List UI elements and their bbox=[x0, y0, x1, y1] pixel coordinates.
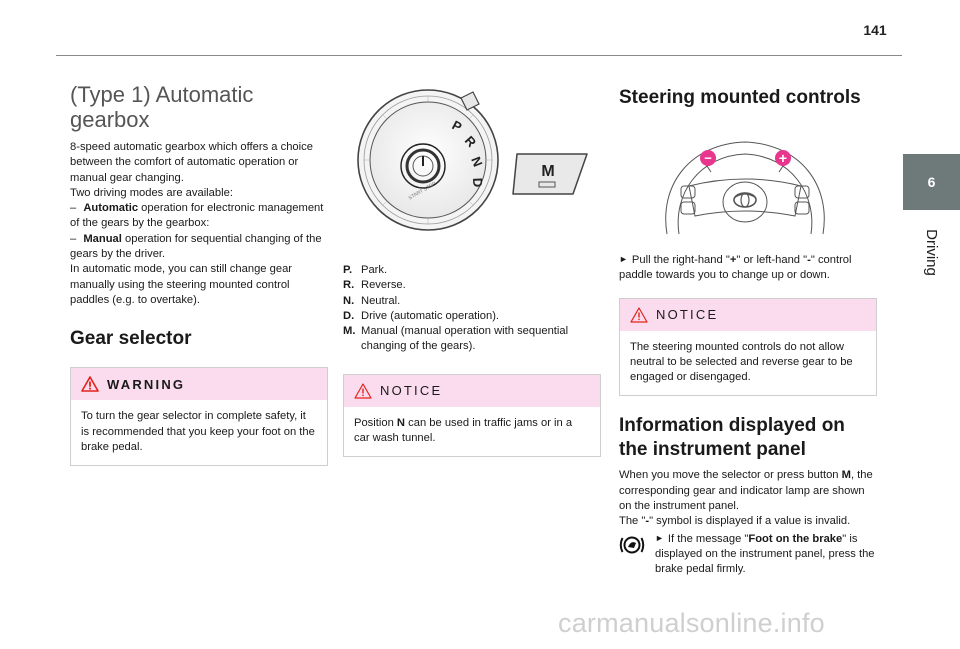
notice-text: Position N can be used in traffic jams o… bbox=[344, 406, 600, 457]
gear-dial bbox=[357, 89, 499, 231]
paddle-plus[interactable]: + bbox=[775, 150, 791, 166]
notice-box-neutral: NOTICE Position N can be used in traffic… bbox=[343, 373, 601, 458]
heading-instrument-panel: Information displayed on the instrument … bbox=[619, 415, 845, 461]
legend-row-n: N.Neutral. bbox=[343, 294, 401, 307]
notice-title: NOTICE bbox=[656, 307, 719, 323]
notice-text: The steering mounted controls do not all… bbox=[620, 330, 876, 396]
legend-row-r: R.Reverse. bbox=[343, 279, 406, 292]
notice-box-steering: NOTICE The steering mounted controls do … bbox=[619, 297, 877, 397]
chapter-number: 6 bbox=[927, 174, 936, 190]
heading-gear-selector: Gear selector bbox=[70, 328, 192, 350]
bullet-icon: ► bbox=[655, 532, 664, 543]
intro-text: 8-speed automatic gearbox which offers a… bbox=[70, 140, 328, 308]
gear-legend: P.Park. R.Reverse. N.Neutral. D.Drive (a… bbox=[343, 263, 601, 355]
section-title-automatic-gearbox: (Type 1) Automatic gearbox bbox=[70, 82, 254, 132]
warning-title: WARNING bbox=[107, 376, 186, 392]
legend-row-p: P.Park. bbox=[343, 264, 388, 276]
chapter-label-text: Driving bbox=[923, 228, 940, 276]
warning-box: WARNING To turn the gear selector in com… bbox=[70, 367, 328, 467]
column-gearbox: (Type 1) Automatic gearbox 8-speed autom… bbox=[70, 82, 328, 467]
dial-letter-d: D bbox=[470, 178, 485, 188]
column-gear-diagram: P R N D START STOP M P.Park. R.Reverse. … bbox=[343, 82, 601, 458]
page-number: 141 bbox=[863, 22, 887, 38]
legend-row-m: M.Manual (manual operation with sequenti… bbox=[343, 325, 569, 353]
notice-title: NOTICE bbox=[380, 383, 443, 399]
automatic-mode-item: – Automatic operation for electronic man… bbox=[70, 202, 324, 230]
bullet-icon: ► bbox=[619, 254, 628, 264]
manual-mode-item: – Manual operation for sequential changi… bbox=[70, 232, 322, 261]
legend-row-d: D.Drive (automatic operation). bbox=[343, 309, 500, 322]
heading-steering-controls: Steering mounted controls bbox=[619, 87, 861, 108]
steering-wheel-illustration: − + bbox=[665, 141, 825, 235]
header-rule bbox=[56, 55, 902, 56]
instrument-panel-text: When you move the selector or press butt… bbox=[619, 469, 873, 528]
m-button-label: M bbox=[541, 163, 554, 180]
watermark: carmanualsonline.info bbox=[558, 608, 825, 638]
paddle-minus[interactable]: − bbox=[700, 150, 716, 166]
chapter-tab[interactable]: 6 bbox=[903, 154, 960, 210]
foot-on-brake-icon bbox=[619, 536, 645, 554]
notice-icon bbox=[630, 306, 648, 323]
gear-selector-illustration: P R N D START STOP M bbox=[357, 89, 588, 231]
notice-icon bbox=[354, 383, 372, 399]
svg-text:+: + bbox=[779, 150, 787, 166]
svg-text:−: − bbox=[704, 151, 712, 166]
brake-message-block: ►If the message "Foot on the brake" is d… bbox=[619, 531, 877, 578]
warning-icon bbox=[81, 376, 99, 393]
paddle-instruction: ►Pull the right-hand "+" or left-hand "-… bbox=[619, 254, 852, 282]
chapter-label: Driving bbox=[903, 222, 960, 282]
column-steering-controls: Steering mounted controls − + ►Pull the … bbox=[619, 82, 877, 578]
brake-message-text: ►If the message "Foot on the brake" is d… bbox=[655, 532, 875, 576]
warning-text: To turn the gear selector in complete sa… bbox=[71, 400, 327, 466]
m-button[interactable]: M bbox=[512, 153, 588, 195]
